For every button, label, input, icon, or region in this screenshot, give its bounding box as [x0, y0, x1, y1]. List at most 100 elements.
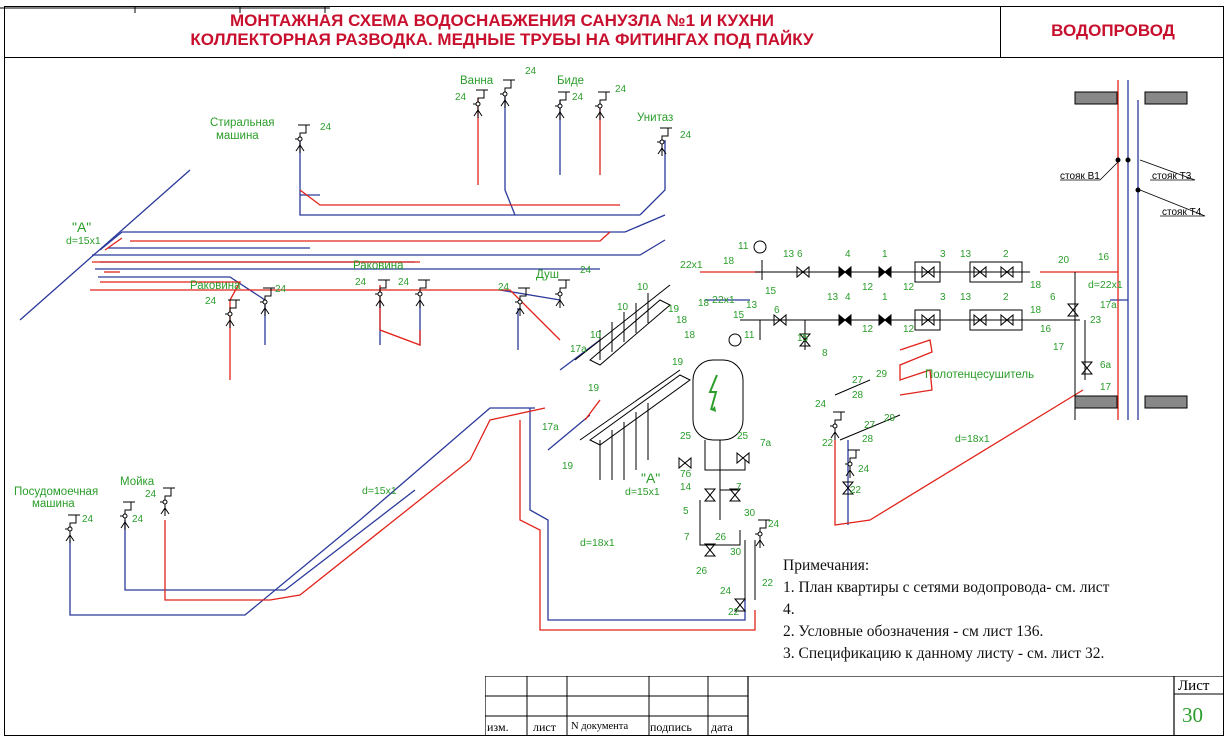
- header-divider: [1000, 6, 1001, 58]
- col-date: дата: [711, 720, 733, 734]
- pos-22: 22: [762, 578, 774, 589]
- d15-kitchen: d=15x1: [362, 485, 397, 497]
- note-2: 2. Условные обозначения - см лист 136.: [783, 623, 1044, 640]
- col-doc: N документа: [571, 721, 629, 732]
- pos-29: 29: [876, 369, 888, 380]
- pos-3: 3: [940, 292, 946, 303]
- pos-10: 10: [617, 302, 629, 313]
- pos-24: 24: [498, 282, 510, 293]
- label-towel-dryer: Полотенцесушитель: [925, 369, 1034, 381]
- pos-8: 8: [822, 348, 828, 359]
- boiler: [708, 374, 718, 412]
- note-3: 3. Спецификацию к данному листу - см. ли…: [783, 645, 1105, 662]
- building-floor-slabs: [1060, 91, 1206, 409]
- label-dishwasher-1: Посудомоечная: [14, 486, 98, 498]
- pos-11: 11: [744, 330, 755, 341]
- pos-12: 12: [903, 324, 915, 335]
- pos-15: 15: [765, 286, 777, 297]
- pos-10: 10: [637, 282, 649, 293]
- pos-6: 6: [797, 249, 803, 260]
- sheet-number: 30: [1182, 703, 1203, 727]
- pos-18: 18: [676, 315, 688, 326]
- fixture-labels: Стиральная машина Ванна Биде Унитаз Рако…: [14, 75, 1034, 510]
- pos-24: 24: [768, 519, 780, 530]
- label-toilet: Унитаз: [637, 112, 673, 124]
- pos-13: 13: [960, 249, 972, 260]
- pos-7: 7: [736, 482, 742, 493]
- pos-26: 26: [715, 532, 727, 543]
- pos-14: 14: [680, 482, 692, 493]
- label-bath: Ванна: [460, 75, 494, 87]
- pos-2: 2: [1003, 292, 1009, 303]
- top-edge-lines: [0, 0, 330, 13]
- pos-19: 19: [668, 304, 680, 315]
- size-22-mid: 22x1: [712, 294, 735, 306]
- label-sink-2: Раковина: [353, 260, 404, 272]
- pos-24: 24: [82, 514, 94, 525]
- pos-7b: 7б: [680, 468, 692, 480]
- pos-18: 18: [1030, 305, 1042, 316]
- pos-17: 17: [1100, 382, 1112, 393]
- position-numbers: 24 24 24 24 24 24 24 24 24 24 24 24 24 2…: [82, 66, 1117, 618]
- pos-25: 25: [680, 431, 692, 442]
- notes: Примечания: 1. План квартиры с сетями во…: [783, 555, 1203, 665]
- pos-24: 24: [580, 265, 592, 276]
- label-shower: Душ: [536, 269, 559, 281]
- d22-riser: d=22x1: [1088, 279, 1123, 291]
- pipe-size-labels: "А" d=15x1 "А" d=15x1 d=15x1 d=18x1 d=18…: [66, 219, 1123, 549]
- pos-6: 6: [1050, 292, 1056, 303]
- pos-18: 18: [698, 298, 710, 309]
- note-1-cont: 4.: [783, 601, 795, 618]
- pos-11: 11: [738, 241, 749, 252]
- pos-16: 16: [1098, 252, 1110, 263]
- pos-15: 15: [733, 310, 745, 321]
- pos-12: 12: [862, 324, 874, 335]
- pos-7a: 7а: [760, 438, 772, 449]
- pos-4: 4: [845, 249, 851, 260]
- pos-3: 3: [940, 249, 946, 260]
- pos-13: 13: [783, 249, 795, 260]
- pos-29: 29: [884, 413, 896, 424]
- d15-top: d=15x1: [66, 235, 101, 247]
- pos-28: 28: [852, 390, 864, 401]
- pos-13: 13: [746, 300, 758, 311]
- title-line-1: МОНТАЖНАЯ СХЕМА ВОДОСНАБЖЕНИЯ САНУЗЛА №1…: [230, 11, 774, 30]
- pos-24: 24: [815, 399, 827, 410]
- pos-24: 24: [145, 489, 157, 500]
- pos-18: 18: [723, 256, 735, 267]
- col-izm: изм.: [487, 720, 509, 734]
- pos-24: 24: [132, 514, 144, 525]
- pos-28: 28: [862, 434, 874, 445]
- pos-17: 17: [1053, 342, 1065, 353]
- pos-1: 1: [882, 249, 888, 260]
- pos-15: 15: [797, 333, 809, 344]
- riser-labels: стояк В1 стояк Т3 стояк Т4: [1060, 171, 1202, 218]
- hot-pipes: [90, 80, 1119, 631]
- note-1: 1. План квартиры с сетями водопровода- с…: [783, 579, 1110, 596]
- pos-13: 13: [827, 292, 839, 303]
- pos-24: 24: [275, 284, 287, 295]
- pos-24: 24: [455, 92, 467, 103]
- valves: [678, 240, 1093, 612]
- pos-30: 30: [730, 547, 742, 558]
- pos-2: 2: [1003, 249, 1009, 260]
- title-line-2: КОЛЛЕКТОРНАЯ РАЗВОДКА. МЕДНЫЕ ТРУБЫ НА Ф…: [190, 30, 814, 49]
- pos-22: 22: [850, 485, 862, 496]
- pos-24: 24: [572, 92, 584, 103]
- pos-17a: 17а: [1100, 300, 1117, 311]
- node-a-bottom: "А": [641, 470, 660, 486]
- label-washing-machine-2: машина: [216, 130, 259, 142]
- manifold: [574, 260, 1086, 600]
- pos-24: 24: [720, 586, 732, 597]
- pos-24: 24: [355, 277, 367, 288]
- pos-26: 26: [696, 566, 708, 577]
- header: МОНТАЖНАЯ СХЕМА ВОДОСНАБЖЕНИЯ САНУЗЛА №1…: [4, 6, 1224, 58]
- pos-24: 24: [320, 122, 332, 133]
- node-a-top: "А": [72, 219, 91, 235]
- pos-20: 20: [1058, 255, 1070, 266]
- pos-24: 24: [680, 130, 692, 141]
- size-22-top: 22x1: [680, 259, 703, 271]
- pos-7: 7: [684, 532, 690, 543]
- label-sink-1: Раковина: [190, 280, 241, 292]
